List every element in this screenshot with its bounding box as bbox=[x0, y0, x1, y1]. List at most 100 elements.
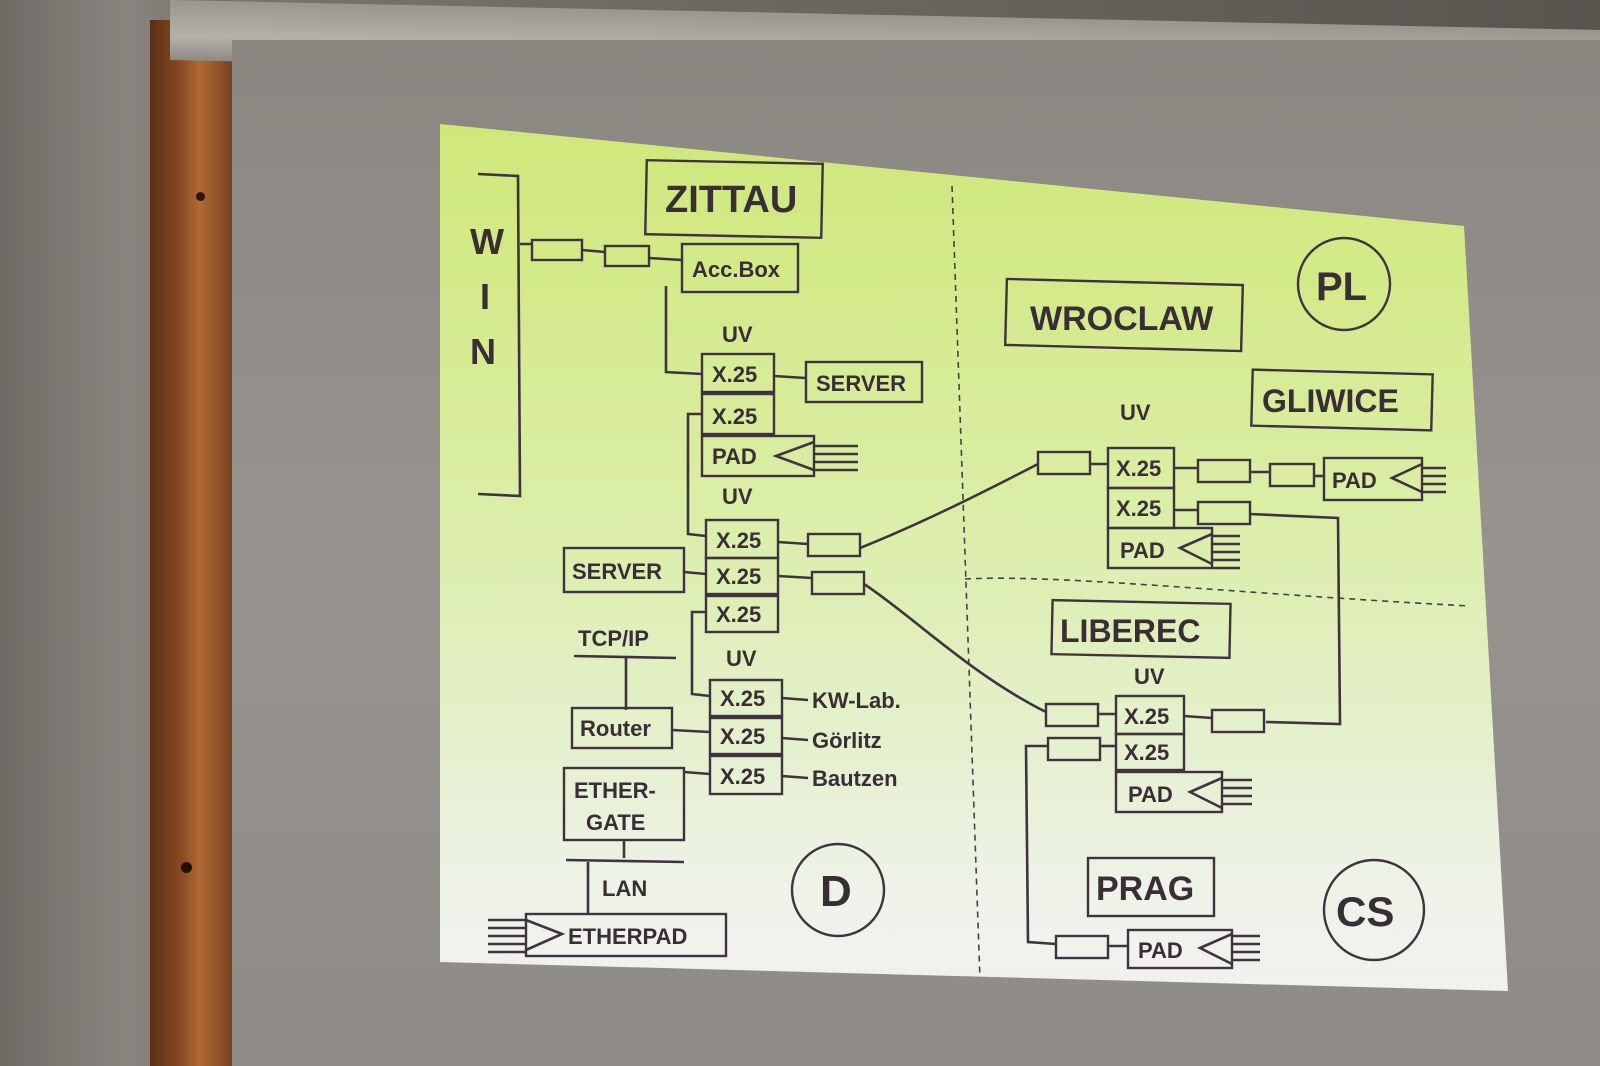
link bbox=[1183, 714, 1213, 720]
wroclaw-box bbox=[1003, 277, 1245, 353]
acc-box bbox=[680, 242, 800, 294]
border-de-pl bbox=[951, 185, 981, 981]
uv-label: UV bbox=[1120, 400, 1151, 425]
link-to-liberec bbox=[863, 582, 1047, 714]
gliwice-box bbox=[1250, 368, 1434, 432]
lan-bus bbox=[565, 858, 685, 864]
link bbox=[781, 736, 809, 742]
x25-box bbox=[708, 716, 784, 756]
tcp-ip-label: TCP/IP bbox=[578, 626, 649, 651]
network-diagram: W I N ZITTAU Acc.Box UV X.25 SERVER X.25… bbox=[470, 158, 1471, 981]
pad-connector-icon bbox=[1388, 462, 1423, 494]
zittau-label: ZITTAU bbox=[665, 179, 797, 221]
x25-label: X.25 bbox=[1116, 456, 1161, 481]
link bbox=[683, 570, 707, 576]
router-label: Router bbox=[580, 716, 651, 741]
win-letter-n: N bbox=[470, 331, 496, 372]
uv-label: UV bbox=[726, 646, 757, 671]
link bbox=[671, 728, 711, 734]
x25-label: X.25 bbox=[712, 404, 757, 429]
tcp-ip-bus bbox=[573, 654, 677, 660]
x25-label: X.25 bbox=[716, 602, 761, 627]
link bbox=[581, 248, 606, 254]
x25-label: X.25 bbox=[720, 764, 765, 789]
link bbox=[781, 696, 809, 702]
border-pl-cs bbox=[964, 577, 1471, 607]
terminal-lines bbox=[1222, 778, 1252, 806]
link bbox=[781, 774, 809, 780]
x25-label: X.25 bbox=[720, 686, 765, 711]
acc-box-label: Acc.Box bbox=[692, 257, 781, 282]
x25-label: X.25 bbox=[716, 528, 761, 553]
country-d-label: D bbox=[820, 867, 852, 916]
pad-box bbox=[1106, 526, 1214, 570]
country-pl-circle bbox=[1296, 236, 1392, 332]
server-label: SERVER bbox=[816, 371, 906, 396]
pad-label: PAD bbox=[1128, 782, 1173, 807]
country-cs-circle bbox=[1322, 858, 1426, 962]
liberec-label: LIBEREC bbox=[1060, 613, 1200, 649]
liberec-box bbox=[1050, 598, 1232, 660]
goerlitz-label: Görlitz bbox=[812, 728, 882, 753]
link bbox=[777, 540, 809, 546]
wooden-frame bbox=[150, 20, 240, 1066]
prag-box bbox=[1086, 856, 1216, 918]
modem-box bbox=[806, 532, 862, 558]
modem-box bbox=[1196, 458, 1252, 484]
pad-connector-icon bbox=[772, 440, 815, 472]
prag-label: PRAG bbox=[1096, 870, 1194, 908]
country-cs-label: CS bbox=[1336, 888, 1394, 935]
pad-connector-icon bbox=[525, 918, 566, 952]
x25-label: X.25 bbox=[1116, 496, 1161, 521]
pad-connector-icon bbox=[1186, 776, 1223, 810]
terminal-lines bbox=[814, 444, 858, 472]
server-label: SERVER bbox=[572, 559, 662, 584]
pad-label: PAD bbox=[1332, 468, 1377, 493]
terminal-lines bbox=[1232, 934, 1260, 962]
frame-screw bbox=[181, 862, 192, 873]
modem-box bbox=[1268, 462, 1316, 488]
server-box bbox=[562, 546, 686, 594]
etherpad-label: ETHERPAD bbox=[568, 924, 687, 949]
lan-label: LAN bbox=[602, 876, 647, 901]
country-pl-label: PL bbox=[1316, 265, 1367, 309]
wroclaw-label: WROCLAW bbox=[1030, 300, 1214, 338]
ether-gate-label-1: ETHER- bbox=[574, 778, 656, 803]
terminal-lines bbox=[488, 918, 526, 954]
win-letter-i: I bbox=[480, 276, 490, 317]
uv-label: UV bbox=[722, 322, 753, 347]
x25-box bbox=[704, 594, 780, 634]
bautzen-label: Bautzen bbox=[812, 766, 898, 791]
frame-screw bbox=[196, 192, 205, 201]
link bbox=[690, 610, 711, 698]
pad-label: PAD bbox=[1120, 538, 1165, 563]
x25-box bbox=[1114, 732, 1186, 772]
modem-box bbox=[1196, 500, 1252, 526]
x25-label: X.25 bbox=[1124, 704, 1169, 729]
link bbox=[686, 412, 707, 538]
modem-box bbox=[530, 238, 584, 262]
server-box bbox=[804, 360, 924, 404]
x25-label: X.25 bbox=[1124, 740, 1169, 765]
modem-box bbox=[603, 244, 651, 268]
link bbox=[777, 574, 813, 580]
modem-box bbox=[1210, 708, 1266, 734]
modem-box bbox=[810, 570, 866, 596]
link bbox=[648, 256, 683, 262]
pad-label: PAD bbox=[1138, 938, 1183, 963]
link-to-wroclaw bbox=[859, 462, 1039, 550]
uv-label: UV bbox=[722, 484, 753, 509]
projected-slide: W I N ZITTAU Acc.Box UV X.25 SERVER X.25… bbox=[440, 124, 1508, 991]
link bbox=[773, 374, 807, 380]
link-wroclaw-liberec bbox=[1249, 512, 1342, 726]
win-bracket bbox=[477, 172, 522, 498]
link-to-prag bbox=[1024, 744, 1057, 946]
x25-box bbox=[708, 754, 784, 796]
x25-label: X.25 bbox=[712, 362, 757, 387]
ether-gate-label-2: GATE bbox=[586, 810, 645, 835]
pad-label: PAD bbox=[712, 444, 757, 469]
uv-label: UV bbox=[1134, 664, 1165, 689]
x25-label: X.25 bbox=[716, 564, 761, 589]
modem-box bbox=[1036, 450, 1092, 476]
kw-lab-label: KW-Lab. bbox=[812, 688, 901, 713]
